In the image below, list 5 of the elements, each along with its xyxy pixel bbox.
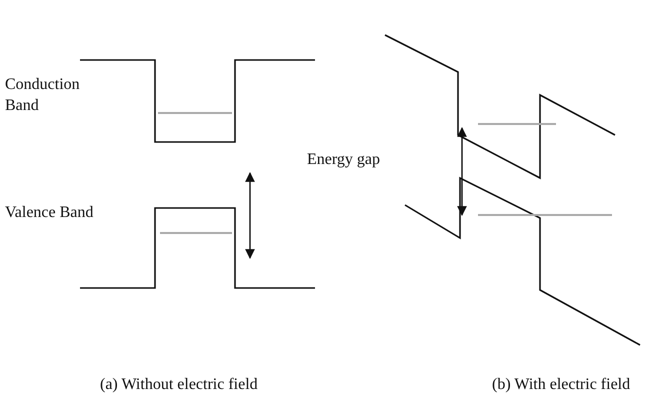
band-label: Valence Band (5, 203, 94, 223)
gap-label: Energy gap (307, 150, 382, 170)
panel-caption: (a) Without electric field (100, 375, 259, 395)
band-label: Conduction Band (5, 75, 81, 116)
panel-caption: (b) With electric field (492, 375, 632, 395)
